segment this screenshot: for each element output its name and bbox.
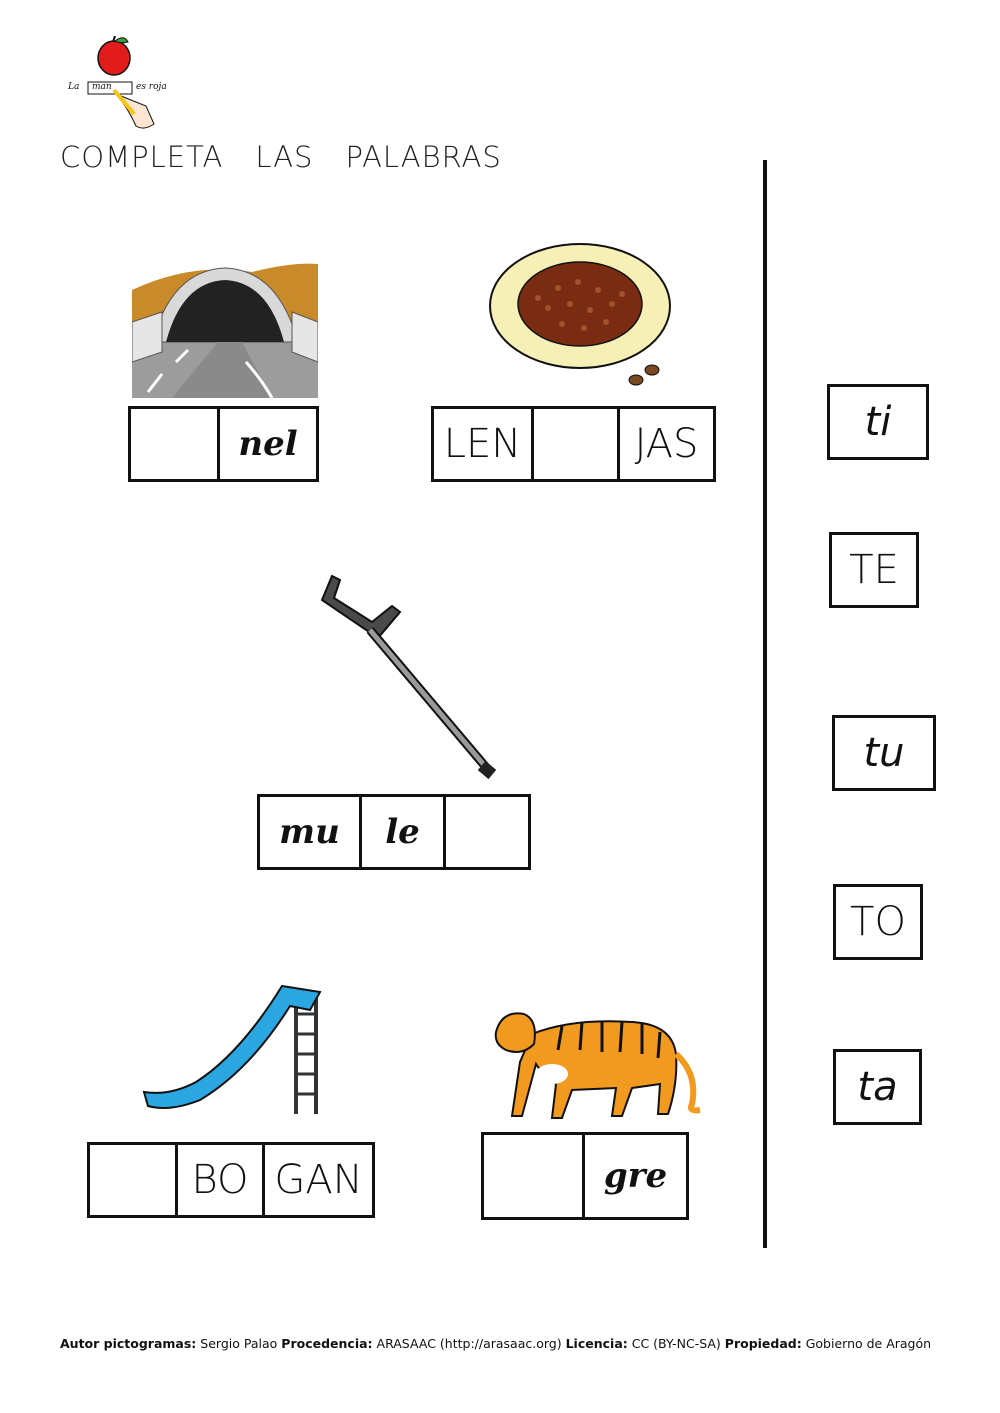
word-row-tobogan: BO GAN: [87, 1142, 375, 1218]
logo-word-2: man: [92, 82, 112, 92]
title-word: COMPLETA: [60, 140, 224, 174]
owner-label: Propiedad:: [724, 1336, 802, 1351]
apple-icon: [87, 35, 155, 129]
tunnel-picture: [131, 262, 319, 399]
crutch-picture: [312, 572, 502, 782]
letter-box-empty[interactable]: [90, 1145, 178, 1215]
logo-word-1: La: [68, 82, 80, 92]
syllable-box: le: [362, 797, 446, 867]
owner-value: Gobierno de Aragón: [805, 1336, 932, 1351]
slide-picture: [140, 980, 326, 1118]
option-tu[interactable]: tu: [832, 715, 936, 791]
letter-box-empty[interactable]: [446, 797, 528, 867]
license-value: CC (BY-NC-SA): [631, 1336, 721, 1351]
author-label: Autor pictogramas:: [60, 1336, 197, 1351]
syllable-box: JAS: [634, 421, 699, 467]
option-te[interactable]: TE: [829, 532, 919, 608]
author-value: Sergio Palao: [200, 1336, 278, 1351]
title-word: LAS: [255, 140, 314, 174]
syllable-box: LEN: [434, 409, 534, 479]
logo-word-3: es roja: [136, 82, 167, 92]
option-ti[interactable]: ti: [827, 384, 929, 460]
license-label: Licencia:: [565, 1336, 628, 1351]
syllable-box: gre: [603, 1156, 668, 1196]
source-value: ARASAAC (http://arasaac.org): [376, 1336, 562, 1351]
credits-footer: Autor pictogramas: Sergio Palao Proceden…: [60, 1336, 931, 1351]
word-row-tunel: nel: [128, 406, 319, 482]
logo: La man es roja: [66, 35, 176, 136]
syllable-box: mu: [260, 797, 362, 867]
word-row-tigre: gre: [481, 1132, 689, 1220]
option-ta[interactable]: ta: [833, 1049, 922, 1125]
lentils-picture: [488, 238, 678, 388]
letter-box-empty[interactable]: [131, 409, 220, 479]
syllable-box: GAN: [274, 1157, 363, 1203]
word-row-lentejas: LEN JAS: [431, 406, 716, 482]
word-row-muleta: mu le: [257, 794, 531, 870]
tiger-picture: [492, 1004, 704, 1126]
letter-box-empty[interactable]: [534, 409, 620, 479]
page-title: COMPLETA LAS PALABRAS: [60, 140, 534, 174]
title-word: PALABRAS: [345, 140, 502, 174]
option-to[interactable]: TO: [833, 884, 923, 960]
letter-box-empty[interactable]: [484, 1135, 585, 1217]
source-label: Procedencia:: [281, 1336, 373, 1351]
divider-line: [763, 160, 767, 1248]
syllable-box: BO: [178, 1145, 265, 1215]
syllable-box: nel: [238, 424, 298, 464]
